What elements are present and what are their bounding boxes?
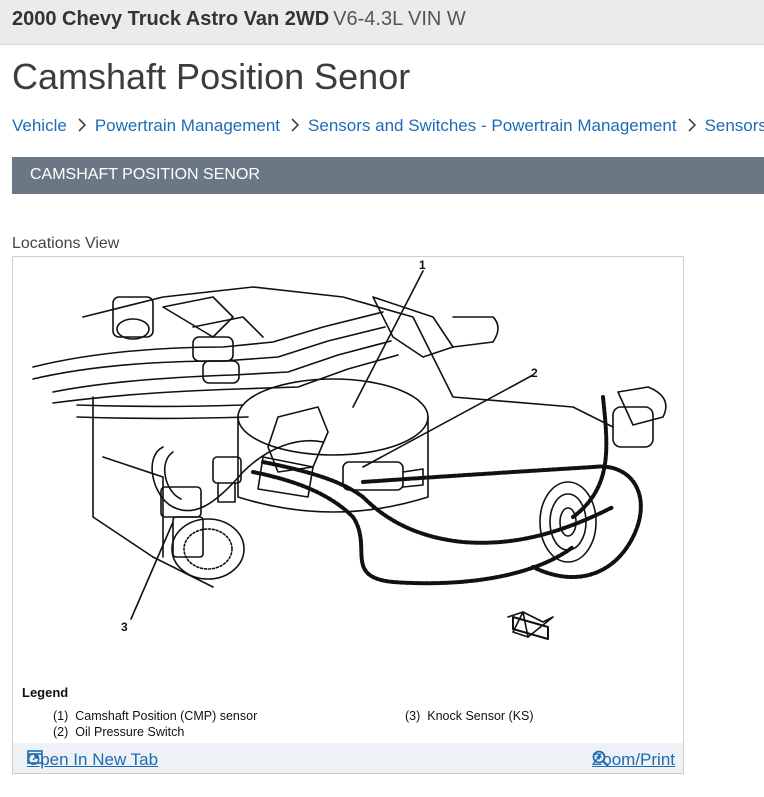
legend-item-2: (2) Oil Pressure Switch: [53, 725, 184, 739]
locations-figure[interactable]: 1 2 3 Legend (1) Camshaft Position (CMP)…: [12, 256, 684, 774]
legend-item-text: Camshaft Position (CMP) sensor: [75, 709, 258, 723]
breadcrumb-powertrain-management[interactable]: Powertrain Management: [94, 116, 281, 135]
legend-item-number: (1): [53, 709, 69, 723]
figure-caption: Locations View: [12, 235, 120, 252]
legend-item-1: (1) Camshaft Position (CMP) sensor: [53, 709, 257, 723]
breadcrumb-sensors[interactable]: Sensors: [704, 116, 764, 135]
open-in-new-tab-link[interactable]: Open In New Tab: [27, 750, 158, 770]
breadcrumb: Vehicle Powertrain Management Sensors and …: [12, 116, 764, 136]
callout-1: 1: [419, 258, 426, 272]
open-in-new-tab-label: Open In New Tab: [27, 750, 159, 769]
section-header: CAMSHAFT POSITION SENOR: [12, 157, 764, 194]
section-heading: CAMSHAFT POSITION SENOR: [30, 166, 260, 183]
breadcrumb-sensors-and-switches[interactable]: Sensors and Switches - Powertrain Manage…: [308, 116, 677, 135]
engine-diagram: 1 2 3: [32, 258, 667, 640]
zoom-print-label: Zoom/Print: [591, 750, 675, 769]
engine-label: V6-4.3L VIN W: [333, 8, 466, 30]
figure-action-bar: Open In New Tab Zoom/Print: [13, 743, 683, 773]
legend-item-text: Oil Pressure Switch: [75, 725, 185, 739]
callout-3: 3: [121, 620, 128, 634]
open-new-tab-icon: [27, 750, 43, 764]
chevron-right-icon: [78, 118, 86, 132]
legend-title: Legend: [22, 685, 69, 700]
legend-item-number: (2): [53, 725, 69, 739]
legend-item-text: Knock Sensor (KS): [427, 709, 534, 723]
breadcrumb-vehicle[interactable]: Vehicle: [12, 116, 67, 135]
legend-item-3: (3) Knock Sensor (KS): [405, 709, 534, 723]
chevron-right-icon: [687, 118, 696, 132]
page-title: Camshaft Position Senor: [12, 56, 411, 97]
legend-item-number: (3): [405, 709, 421, 723]
zoom-print-link[interactable]: Zoom/Print: [592, 750, 675, 770]
chevron-right-icon: [291, 118, 300, 132]
zoom-in-icon: [592, 750, 609, 767]
callout-2: 2: [531, 366, 538, 380]
